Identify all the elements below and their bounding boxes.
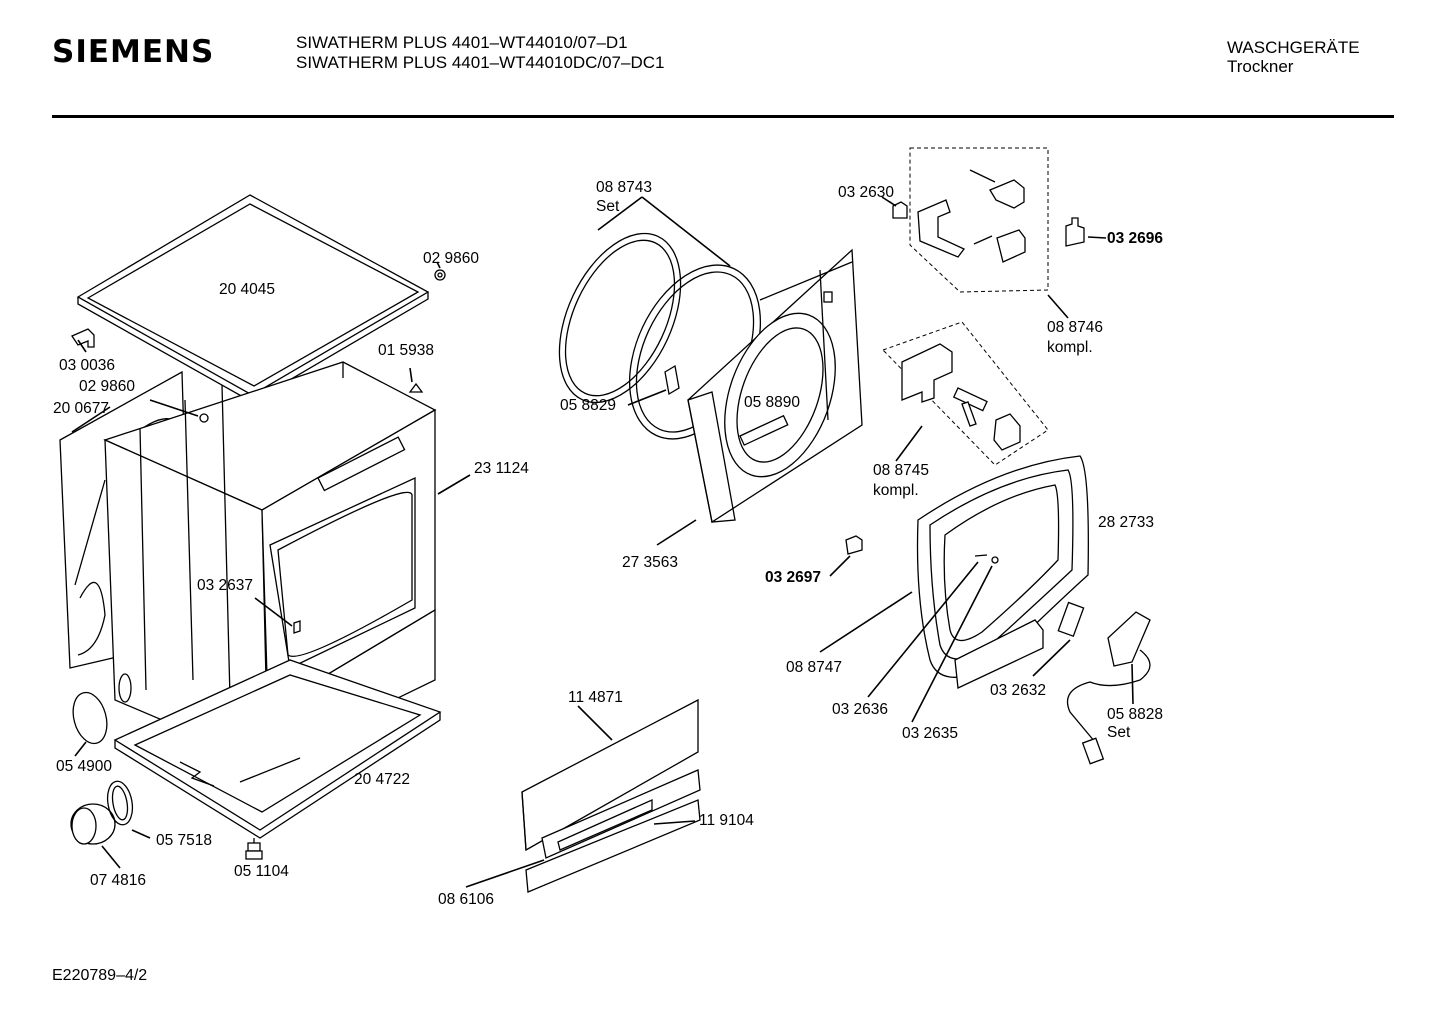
part-label-20-0677: 20 0677: [53, 400, 109, 417]
part-label-07-4816: 07 4816: [90, 872, 146, 889]
door-frame-drawing: [845, 455, 1151, 765]
cabinet-small-parts-drawing: [70, 269, 446, 860]
part-label-11-9104: 11 9104: [699, 812, 754, 829]
part-label-05-1104: 05 1104: [234, 863, 289, 880]
model-line-2: SIWATHERM PLUS 4401–WT44010DC/07–DC1: [296, 53, 665, 72]
part-label-08-8745: 08 8745: [873, 462, 929, 479]
part-labels: 20 4045 02 9860 03 0036 01 5938 02 9860 …: [53, 179, 1163, 908]
category-title: WASCHGERÄTE: [1227, 38, 1360, 57]
part-label-03-2632: 03 2632: [990, 682, 1046, 699]
part-label-28-2733: 28 2733: [1098, 514, 1154, 531]
category-subtitle: Trockner: [1227, 57, 1294, 76]
cabinet-body-drawing: [59, 361, 442, 839]
part-label-02-9860-side: 02 9860: [79, 378, 135, 395]
document-number: E220789–4/2: [52, 967, 148, 984]
part-label-03-0036: 03 0036: [59, 357, 115, 374]
model-line-1: SIWATHERM PLUS 4401–WT44010/07–D1: [296, 33, 628, 52]
part-label-05-7518: 05 7518: [156, 832, 212, 849]
part-label-03-2697: 03 2697: [765, 569, 821, 586]
front-shield-drawing: [687, 248, 863, 524]
part-label-01-5938: 01 5938: [378, 342, 434, 359]
control-panel-drawing: [521, 698, 701, 893]
part-note-08-8743: Set: [596, 198, 620, 215]
part-note-08-8746: kompl.: [1047, 339, 1093, 356]
part-label-03-2636: 03 2636: [832, 701, 888, 718]
part-label-05-4900: 05 4900: [56, 758, 112, 775]
part-label-05-8829: 05 8829: [560, 397, 616, 414]
part-label-08-8743: 08 8743: [596, 179, 652, 196]
part-label-08-8746: 08 8746: [1047, 319, 1103, 336]
model-list: SIWATHERM PLUS 4401–WT44010/07–D1 SIWATH…: [296, 33, 664, 73]
part-label-05-8890: 05 8890: [744, 394, 800, 411]
part-label-20-4045: 20 4045: [219, 281, 275, 298]
part-label-05-8828: 05 8828: [1107, 706, 1163, 723]
part-label-20-4722: 20 4722: [354, 771, 410, 788]
door-lock-group-drawing: [882, 147, 1085, 466]
part-label-03-2635: 03 2635: [902, 725, 958, 742]
leader-lines: [71, 196, 1134, 888]
brand-logo: SIEMENS: [52, 34, 215, 70]
part-label-08-6106: 08 6106: [438, 891, 494, 908]
part-label-03-2637: 03 2637: [197, 577, 253, 594]
part-label-08-8747: 08 8747: [786, 659, 842, 676]
part-note-08-8745: kompl.: [873, 482, 919, 499]
category-block: WASCHGERÄTE Trockner: [1227, 38, 1360, 76]
part-label-02-9860-top: 02 9860: [423, 250, 479, 267]
top-cover-drawing: [76, 194, 430, 403]
part-label-11-4871: 11 4871: [568, 689, 623, 706]
part-label-23-1124: 23 1124: [474, 460, 529, 477]
part-label-03-2696: 03 2696: [1107, 230, 1163, 247]
part-label-27-3563: 27 3563: [622, 554, 678, 571]
part-label-03-2630: 03 2630: [838, 184, 894, 201]
header-divider: [52, 115, 1394, 118]
part-note-05-8828: Set: [1107, 724, 1131, 741]
